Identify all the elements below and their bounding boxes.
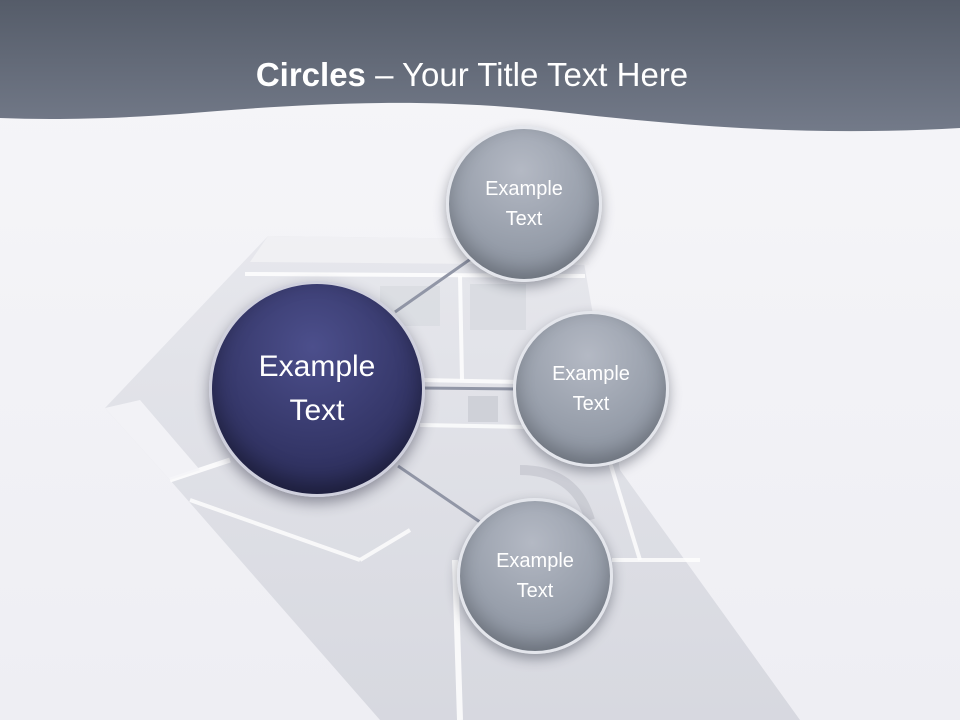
connector-bottom: [397, 464, 481, 524]
center-circle-line1: Example: [258, 350, 376, 383]
header-band: [0, 0, 960, 132]
node-circle-bottom[interactable]: Example Text: [457, 498, 613, 654]
connector-middle: [419, 386, 517, 391]
title-bold-part: Circles: [255, 56, 366, 93]
connector-top: [394, 256, 473, 314]
node-middle-line1: Example: [552, 363, 630, 385]
node-circle-top[interactable]: Example Text: [446, 126, 602, 282]
node-middle-line2: Text: [572, 393, 610, 415]
node-circle-middle[interactable]: Example Text: [513, 311, 669, 467]
node-bottom-line2: Text: [516, 580, 554, 602]
node-top-line2: Text: [505, 208, 543, 230]
slide-title: Circles – Your Title Text Here: [0, 52, 944, 98]
center-circle-line2: Text: [289, 394, 345, 427]
node-top-line1: Example: [485, 178, 563, 200]
title-rest-part: – Your Title Text Here: [365, 56, 689, 93]
center-circle[interactable]: Example Text: [209, 281, 425, 497]
node-bottom-line1: Example: [496, 550, 574, 572]
